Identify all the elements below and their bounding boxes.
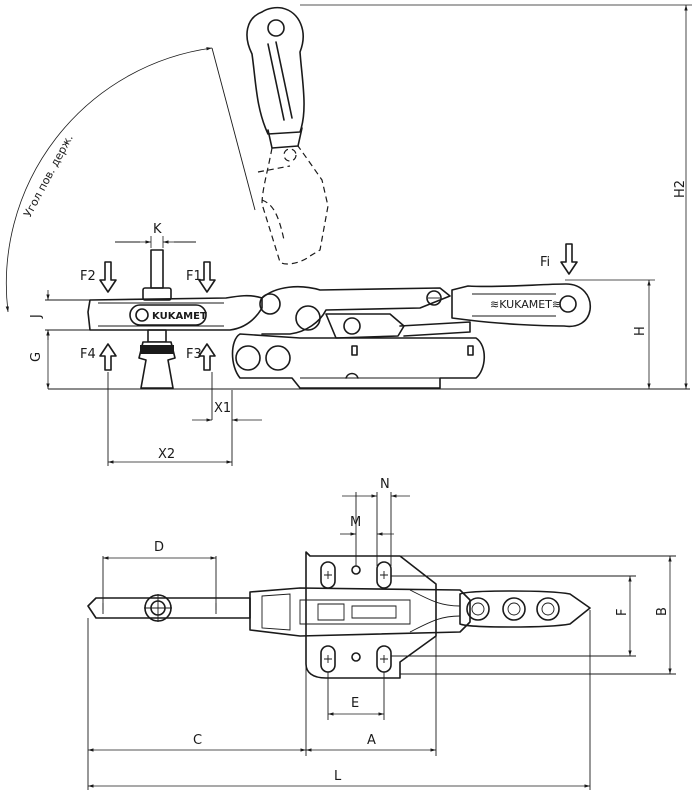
label-k: K [153, 222, 162, 237]
label-a: A [367, 733, 376, 748]
label-h: H [633, 326, 648, 336]
spindle [115, 241, 196, 389]
label-f: F [615, 609, 630, 616]
linkage [231, 285, 486, 389]
label-n: N [380, 477, 390, 492]
label-x1: X1 [214, 401, 231, 416]
svg-text:≋KUKAMET≋: ≋KUKAMET≋ [490, 298, 561, 311]
handle-open-position [246, 6, 329, 265]
label-f3: F3 [186, 347, 202, 362]
force-arrows [99, 243, 578, 371]
label-x2: X2 [158, 447, 175, 462]
label-m: M [350, 515, 361, 530]
label-g: G [29, 352, 44, 362]
label-b: B [655, 607, 670, 616]
brand-text: KUKAMET [152, 311, 207, 322]
label-angle: Угол пов. держ. [21, 132, 76, 219]
label-fi: Fi [540, 255, 550, 270]
clamp-arm: KUKAMET [87, 294, 263, 331]
handle-closed: ≋KUKAMET≋ [451, 283, 591, 328]
label-f2: F2 [80, 269, 96, 284]
label-l: L [334, 769, 342, 784]
label-d: D [154, 540, 164, 555]
label-c: C [193, 733, 202, 748]
side-view: KUKAMET ≋KUKAMET≋ [5, 4, 692, 466]
label-h2: H2 [673, 180, 688, 198]
label-e: E [351, 696, 359, 711]
top-view [87, 492, 676, 790]
label-f1: F1 [186, 269, 202, 284]
label-f4: F4 [80, 347, 96, 362]
label-j: J [29, 314, 44, 319]
